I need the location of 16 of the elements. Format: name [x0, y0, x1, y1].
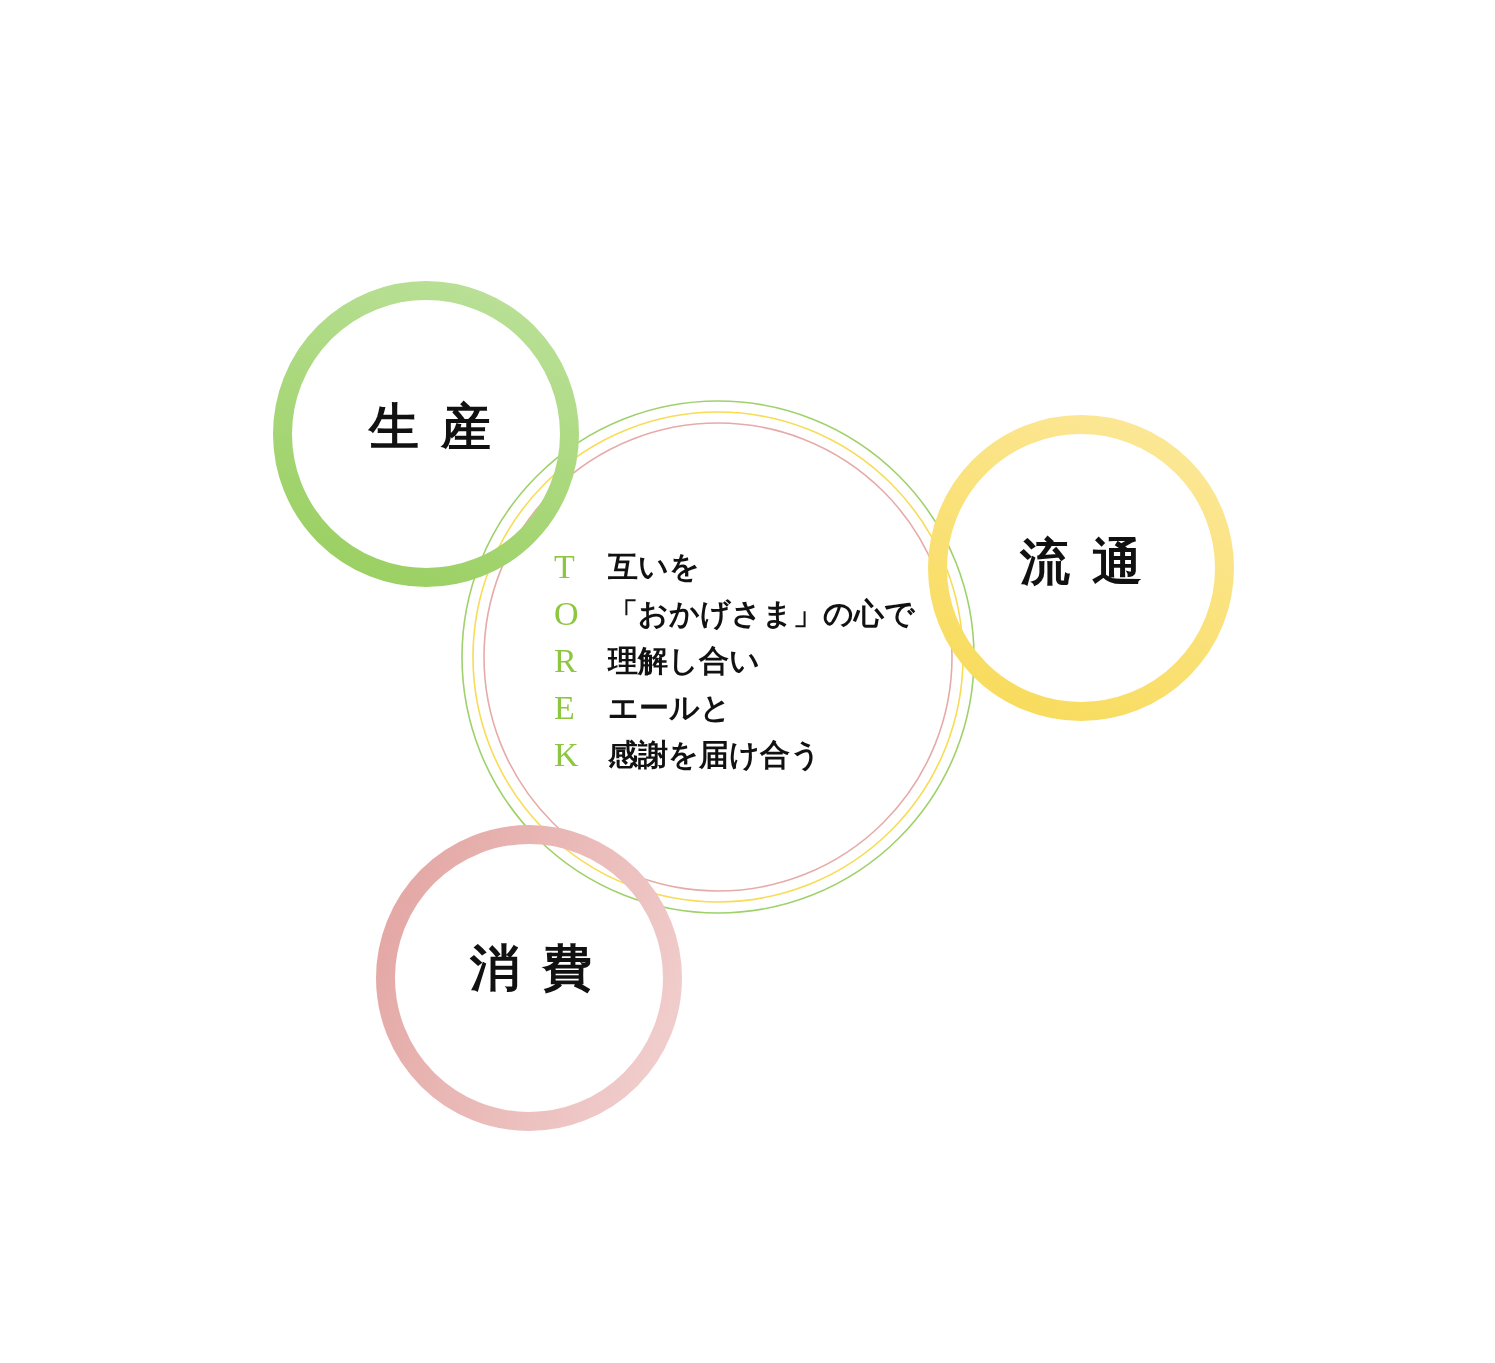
- motto-line: 互いを: [608, 548, 700, 586]
- acronym-letter: E: [554, 688, 575, 728]
- motto-line: 感謝を届け合う: [608, 736, 821, 774]
- title-text: 流通: [1020, 537, 1164, 587]
- acronym-letter: R: [554, 641, 577, 681]
- acronym-letter: T: [554, 547, 575, 587]
- title-text: 生産: [369, 402, 513, 452]
- motto-line: 「おかげさま」の心で: [608, 595, 915, 633]
- ring: [273, 281, 579, 587]
- acronym-letter: K: [554, 735, 579, 775]
- acronym-letter: O: [554, 594, 579, 634]
- motto-line: 理解し合い: [608, 642, 760, 680]
- ring: [928, 415, 1234, 721]
- ring: [376, 825, 682, 1131]
- motto-line: エールと: [608, 689, 731, 727]
- title-text: 消費: [470, 943, 614, 993]
